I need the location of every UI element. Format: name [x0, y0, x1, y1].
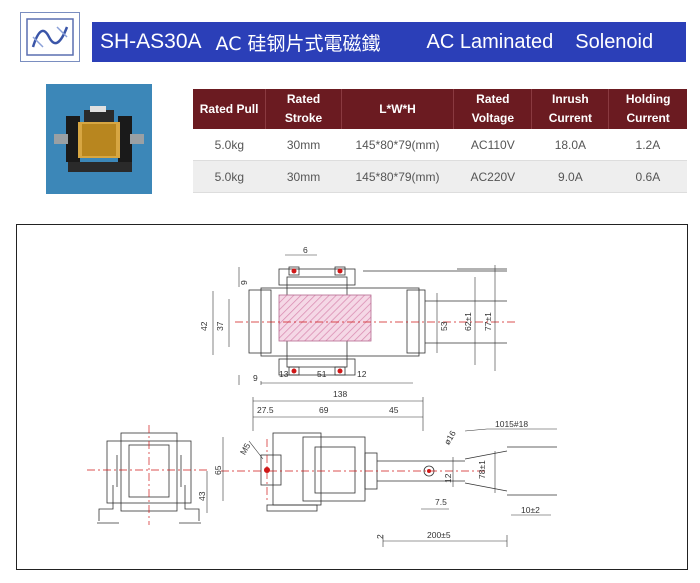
svg-text:53: 53 [439, 321, 449, 331]
svg-text:51: 51 [317, 369, 327, 379]
svg-text:2: 2 [375, 534, 385, 539]
chinese-title: AC 硅钢片式電磁鐵 [215, 32, 381, 55]
svg-text:1015#18: 1015#18 [495, 419, 528, 429]
header-lwh: L*W*H [341, 89, 455, 129]
table-row: 5.0kg 30mm 145*80*79(mm) AC110V 18.0A 1.… [193, 129, 687, 161]
svg-text:M5: M5 [238, 441, 253, 456]
title-bar: SH-AS30A AC 硅钢片式電磁鐵 AC Laminated Solenoi… [92, 22, 686, 62]
cell-rated-pull: 5.0kg [193, 129, 266, 161]
cell-rated-stroke: 30mm [265, 160, 342, 193]
technical-drawing: 6 9 42 37 53 62±1 77±1 9 13 51 12 [16, 224, 688, 570]
svg-text:138: 138 [333, 389, 347, 399]
svg-text:9: 9 [239, 280, 249, 285]
cell-rated-voltage: AC110V [453, 129, 532, 161]
header-rated-pull: Rated Pull [193, 89, 267, 129]
cell-holding-current: 0.6A [608, 160, 687, 193]
svg-text:12: 12 [357, 369, 367, 379]
cell-rated-pull: 5.0kg [193, 160, 266, 193]
svg-text:45: 45 [389, 405, 399, 415]
cell-lwh: 145*80*79(mm) [341, 129, 454, 161]
company-logo [20, 12, 80, 62]
svg-text:43: 43 [197, 491, 207, 501]
model-number: SH-AS30A [100, 30, 202, 53]
svg-text:13: 13 [279, 369, 289, 379]
svg-text:200±5: 200±5 [427, 530, 451, 540]
cell-lwh: 145*80*79(mm) [341, 160, 454, 193]
svg-text:62±1: 62±1 [463, 312, 473, 331]
cell-rated-stroke: 30mm [265, 129, 342, 161]
svg-text:10±2: 10±2 [521, 505, 540, 515]
table-row: 5.0kg 30mm 145*80*79(mm) AC220V 9.0A 0.6… [193, 160, 687, 193]
product-photo [46, 84, 152, 194]
svg-text:12: 12 [443, 473, 453, 483]
svg-text:6: 6 [303, 245, 308, 255]
svg-text:65: 65 [213, 465, 223, 475]
svg-text:69: 69 [319, 405, 329, 415]
svg-text:7.5: 7.5 [435, 497, 447, 507]
cell-inrush-current: 18.0A [531, 129, 609, 161]
svg-text:37: 37 [215, 321, 225, 331]
svg-text:77±1: 77±1 [483, 312, 493, 331]
svg-text:ø16: ø16 [442, 429, 458, 447]
svg-text:9: 9 [253, 373, 258, 383]
english-title: AC Laminated [426, 30, 554, 53]
svg-text:42: 42 [199, 321, 209, 331]
cell-rated-voltage: AC220V [453, 160, 532, 193]
svg-text:78±1: 78±1 [477, 460, 487, 479]
english-title-suffix: Solenoid [575, 30, 654, 53]
svg-text:27.5: 27.5 [257, 405, 274, 415]
cell-inrush-current: 9.0A [531, 160, 609, 193]
cell-holding-current: 1.2A [608, 129, 687, 161]
